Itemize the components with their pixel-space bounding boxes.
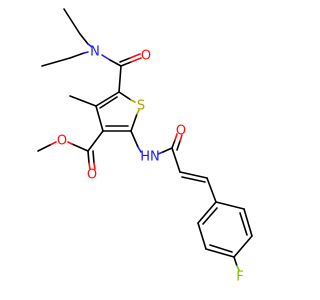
bond-c-f [233,256,238,267]
bond-ester-c-o-single [71,143,89,152]
bond-carbonyl-vinyl [171,147,181,173]
bond-ethyl-ch3-left [41,57,71,67]
bond-ester-c-o-double-2 [88,162,91,170]
bond-ethyl-ch3-top [63,8,81,35]
bond-ethyl-ch2-left [69,52,85,59]
bond-o-methyl-c [37,144,51,152]
bond-ester-o-single-color [67,141,73,145]
bond-vinyl-double-inner [181,176,206,183]
bond-ar-3 [233,235,253,258]
atom-o-amide-right: O [176,124,186,139]
bond-co-top-2 [130,57,142,63]
bond-co-right-4 [179,134,183,142]
bond-o-methyl [49,141,57,146]
atom-o-ester-single: O [57,134,67,149]
bond-ar-6-inner [202,207,218,225]
bond-n-ch2-top [87,43,93,48]
bond-ar-5 [197,222,207,250]
bond-ar-2 [243,208,253,237]
bond-c-f-color [236,265,240,271]
bond-s-c2-color [136,109,140,115]
bond-co-right-3 [176,140,181,151]
bond-c5-s [118,91,132,101]
bond-co-right-2 [174,133,178,141]
bond-n-carbonyl [101,54,111,61]
bond-vinyl-aryl [206,177,217,203]
atom-o-amide-top: O [141,49,151,64]
bond-ar-1 [215,201,245,210]
bond-nh-carbonyl-color [157,151,164,155]
molecule-canvas: N O S O HN O O F [37,8,253,285]
bond-c3-ester-c [87,130,104,152]
bond-n-carbonyl-c [109,59,122,67]
bond-c2-nh [130,130,139,148]
bond-ar-4-inner [209,244,233,253]
bond-c4-c3 [95,105,104,132]
bond-carbonyl-c5 [118,65,122,93]
atom-s-thiophene: S [137,99,145,114]
bond-c2-nh-color [137,146,142,153]
bond-ar-4 [205,248,235,258]
bond-ethyl-ch2-top [79,33,89,45]
bond-nh-carbonyl [162,147,173,153]
bond-ar-6 [197,201,217,224]
bond-c4-methyl [69,95,97,107]
bond-ar-2-inner [239,212,248,236]
bond-c5-s-color [130,99,136,103]
bond-co-top-1 [120,61,132,67]
bond-co-top-3 [119,57,131,63]
bond-co-right-1 [171,139,176,149]
bond-ester-c-o-double-3 [92,150,95,164]
bond-ester-c-o-double-4 [93,162,96,170]
bond-ester-c-o-double-1 [87,150,90,164]
bond-c5-c4-double [99,96,118,109]
atom-f-aryl: F [236,270,243,285]
bond-vinyl-double [179,171,208,179]
atom-n-amide: N [90,45,100,60]
atom-o-ester-double: O [87,168,97,183]
bond-c5-c4 [95,91,120,107]
bond-co-top-4 [129,53,141,59]
bond-c2-s [130,113,138,132]
bond-n-ch2-left [83,51,89,54]
atom-nh-amide: HN [140,150,160,165]
structure-drawing: N O S O HN O O F [37,8,253,285]
